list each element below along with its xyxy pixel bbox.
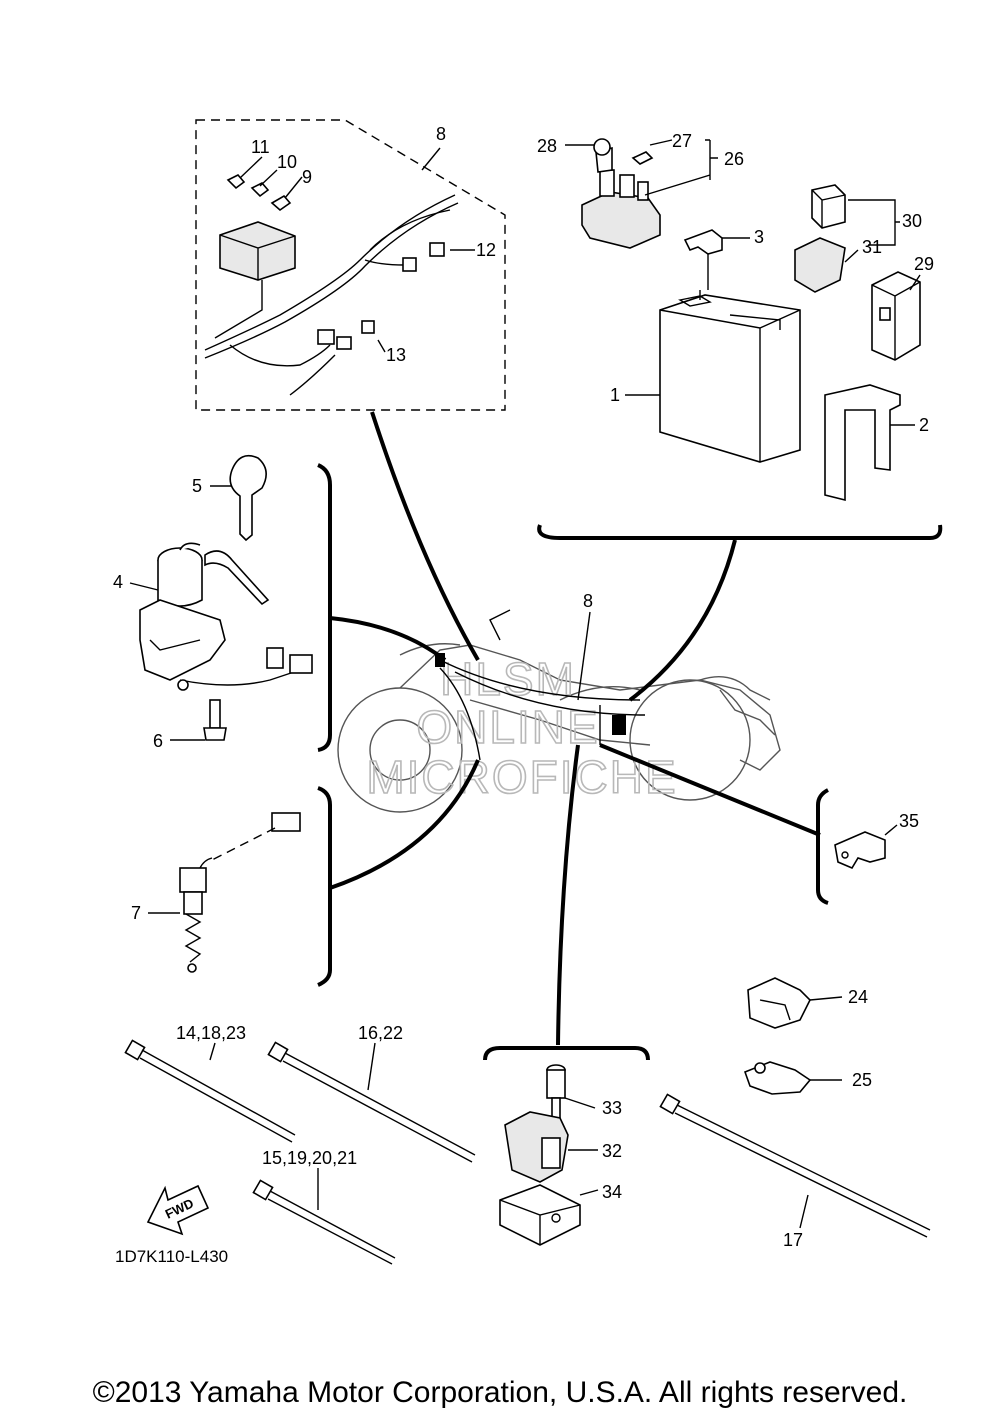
component-32 [504, 1111, 569, 1183]
watermark: HLSM ONLINE MICROFICHE [366, 652, 677, 804]
callout-10: 10 [277, 152, 297, 172]
callout-9: 9 [302, 167, 312, 187]
wire-harness-on-frame [435, 609, 646, 761]
callout-5: 5 [192, 476, 202, 496]
motorcycle-outline [337, 643, 781, 813]
neutral-switch [179, 812, 301, 973]
callout-34: 34 [602, 1182, 622, 1202]
callout-11: 11 [251, 137, 270, 157]
starter-relay [581, 138, 661, 249]
cable-tie-14-18-23 [124, 1039, 296, 1143]
callout-13: 13 [386, 345, 406, 365]
callout-labels: 8 11 10 9 12 13 28 27 26 3 30 31 29 1 2 … [113, 124, 934, 1250]
battery-band [824, 384, 901, 502]
callout-7: 7 [131, 903, 141, 923]
fuse-27 [631, 151, 654, 165]
callout-29: 29 [914, 254, 934, 274]
watermark-line-1: HLSM [440, 653, 576, 705]
cable-tie-17 [659, 1093, 931, 1238]
callout-2: 2 [919, 415, 929, 435]
callout-32: 32 [602, 1141, 622, 1161]
callout-14-18-23: 14,18,23 [176, 1023, 246, 1043]
callout-17: 17 [783, 1230, 803, 1250]
callout-12: 12 [476, 240, 496, 260]
terminal-cover [683, 229, 723, 290]
callout-3: 3 [754, 227, 764, 247]
key [229, 454, 267, 542]
clamp-24 [747, 977, 811, 1029]
callout-33: 33 [602, 1098, 622, 1118]
relay-30 [811, 184, 846, 229]
callout-15-19-20-21: 15,19,20,21 [262, 1148, 357, 1168]
bolt-6 [203, 699, 227, 741]
copyright-notice: ©2013 Yamaha Motor Corporation, U.S.A. A… [92, 1376, 908, 1409]
battery [659, 290, 801, 463]
callout-4: 4 [113, 572, 123, 592]
callout-1: 1 [610, 385, 620, 405]
callout-8-top: 8 [436, 124, 446, 144]
callout-24: 24 [848, 987, 868, 1007]
callout-27: 27 [672, 131, 692, 151]
drawing-code: 1D7K110-L430 [115, 1247, 228, 1266]
callout-31: 31 [862, 237, 882, 257]
main-switch [139, 542, 313, 691]
callout-8-mid: 8 [583, 591, 593, 611]
watermark-line-3: MICROFICHE [366, 751, 677, 803]
fwd-arrow-icon: FWD [146, 1184, 210, 1236]
relay-29 [871, 271, 921, 361]
callout-35: 35 [899, 811, 919, 831]
callout-26: 26 [724, 149, 744, 169]
harness-detail-box [195, 119, 506, 411]
callout-30: 30 [902, 211, 922, 231]
leader-lines [317, 411, 943, 1061]
bracket-34 [499, 1184, 581, 1246]
callout-leaders [129, 139, 921, 1229]
screw-33 [546, 1064, 566, 1121]
relay-31 [794, 237, 846, 293]
cable-tie-16-22 [267, 1041, 476, 1163]
bracket-35 [834, 831, 886, 870]
callout-6: 6 [153, 731, 163, 751]
cable-tie-15-19-20-21 [252, 1179, 396, 1265]
callout-25: 25 [852, 1070, 872, 1090]
callout-16-22: 16,22 [358, 1023, 403, 1043]
clamp-25 [743, 1061, 812, 1095]
callout-28: 28 [537, 136, 557, 156]
